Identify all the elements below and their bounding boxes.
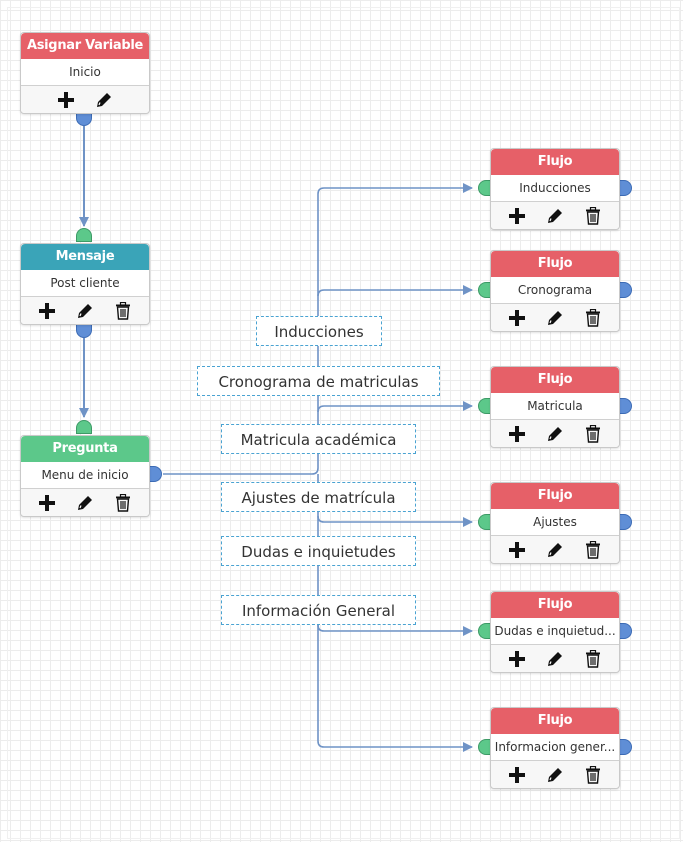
node-asignar-variable[interactable]: Asignar Variable Inicio (20, 32, 150, 114)
trash-icon[interactable] (582, 648, 604, 670)
node-flujo-dudas[interactable]: Flujo Dudas e inquietud... (490, 591, 620, 673)
node-toolbar (491, 420, 619, 447)
pencil-icon[interactable] (544, 539, 566, 561)
node-title: Flujo (491, 592, 619, 618)
plus-icon[interactable] (506, 205, 528, 227)
pencil-icon[interactable] (544, 423, 566, 445)
node-toolbar (21, 86, 149, 113)
trash-icon[interactable] (582, 205, 604, 227)
trash-icon[interactable] (112, 492, 134, 514)
node-toolbar (491, 202, 619, 229)
pencil-icon[interactable] (74, 300, 96, 322)
plus-icon[interactable] (36, 300, 58, 322)
node-title: Flujo (491, 251, 619, 277)
edge-label-informacion[interactable]: Información General (221, 595, 416, 625)
node-subtitle: Dudas e inquietud... (491, 618, 619, 645)
node-flujo-matricula[interactable]: Flujo Matricula (490, 366, 620, 448)
pencil-icon[interactable] (544, 205, 566, 227)
node-title: Flujo (491, 149, 619, 175)
trash-icon[interactable] (582, 423, 604, 445)
edge-to-ajustes (317, 515, 473, 527)
trash-icon[interactable] (582, 764, 604, 786)
node-subtitle: Menu de inicio (21, 462, 149, 489)
node-flujo-cronograma[interactable]: Flujo Cronograma (490, 250, 620, 332)
node-subtitle: Cronograma (491, 277, 619, 304)
node-title: Flujo (491, 483, 619, 509)
node-subtitle: Inicio (21, 59, 149, 86)
node-flujo-inducciones[interactable]: Flujo Inducciones (490, 148, 620, 230)
plus-icon[interactable] (506, 539, 528, 561)
plus-icon[interactable] (506, 764, 528, 786)
node-toolbar (21, 297, 149, 324)
node-subtitle: Post cliente (21, 270, 149, 297)
node-subtitle: Informacion gener... (491, 734, 619, 761)
input-port[interactable] (76, 228, 92, 242)
pencil-icon[interactable] (93, 89, 115, 111)
node-flujo-ajustes[interactable]: Flujo Ajustes (490, 482, 620, 564)
node-title: Flujo (491, 708, 619, 734)
pencil-icon[interactable] (544, 307, 566, 329)
pencil-icon[interactable] (74, 492, 96, 514)
edge-label-cronograma[interactable]: Cronograma de matriculas (197, 366, 440, 396)
node-toolbar (491, 645, 619, 672)
trash-icon[interactable] (112, 300, 134, 322)
edge-to-cronograma (317, 285, 473, 297)
node-pregunta[interactable]: Pregunta Menu de inicio (20, 435, 150, 517)
node-mensaje[interactable]: Mensaje Post cliente (20, 243, 150, 325)
plus-icon[interactable] (506, 423, 528, 445)
pencil-icon[interactable] (544, 648, 566, 670)
plus-icon[interactable] (55, 89, 77, 111)
edge-to-matricula (317, 401, 473, 413)
node-toolbar (491, 304, 619, 331)
plus-icon[interactable] (506, 648, 528, 670)
edge-to-dudas (317, 624, 473, 636)
node-subtitle: Ajustes (491, 509, 619, 536)
edge-label-matricula[interactable]: Matricula académica (221, 424, 416, 454)
trash-icon[interactable] (582, 307, 604, 329)
plus-icon[interactable] (36, 492, 58, 514)
input-port[interactable] (76, 420, 92, 434)
pencil-icon[interactable] (544, 764, 566, 786)
trash-icon[interactable] (582, 539, 604, 561)
edge-label-dudas[interactable]: Dudas e inquietudes (221, 536, 416, 566)
plus-icon[interactable] (506, 307, 528, 329)
node-title: Flujo (491, 367, 619, 393)
node-flujo-informacion[interactable]: Flujo Informacion gener... (490, 707, 620, 789)
node-toolbar (491, 761, 619, 788)
canvas-frame (7, 7, 680, 839)
node-title: Mensaje (21, 244, 149, 270)
node-toolbar (21, 489, 149, 516)
node-title: Pregunta (21, 436, 149, 462)
edge-label-ajustes[interactable]: Ajustes de matrícula (221, 482, 416, 512)
node-subtitle: Matricula (491, 393, 619, 420)
edge-trunk-down (317, 474, 473, 752)
node-title: Asignar Variable (21, 33, 149, 59)
edge-label-inducciones[interactable]: Inducciones (256, 316, 382, 346)
node-subtitle: Inducciones (491, 175, 619, 202)
node-toolbar (491, 536, 619, 563)
